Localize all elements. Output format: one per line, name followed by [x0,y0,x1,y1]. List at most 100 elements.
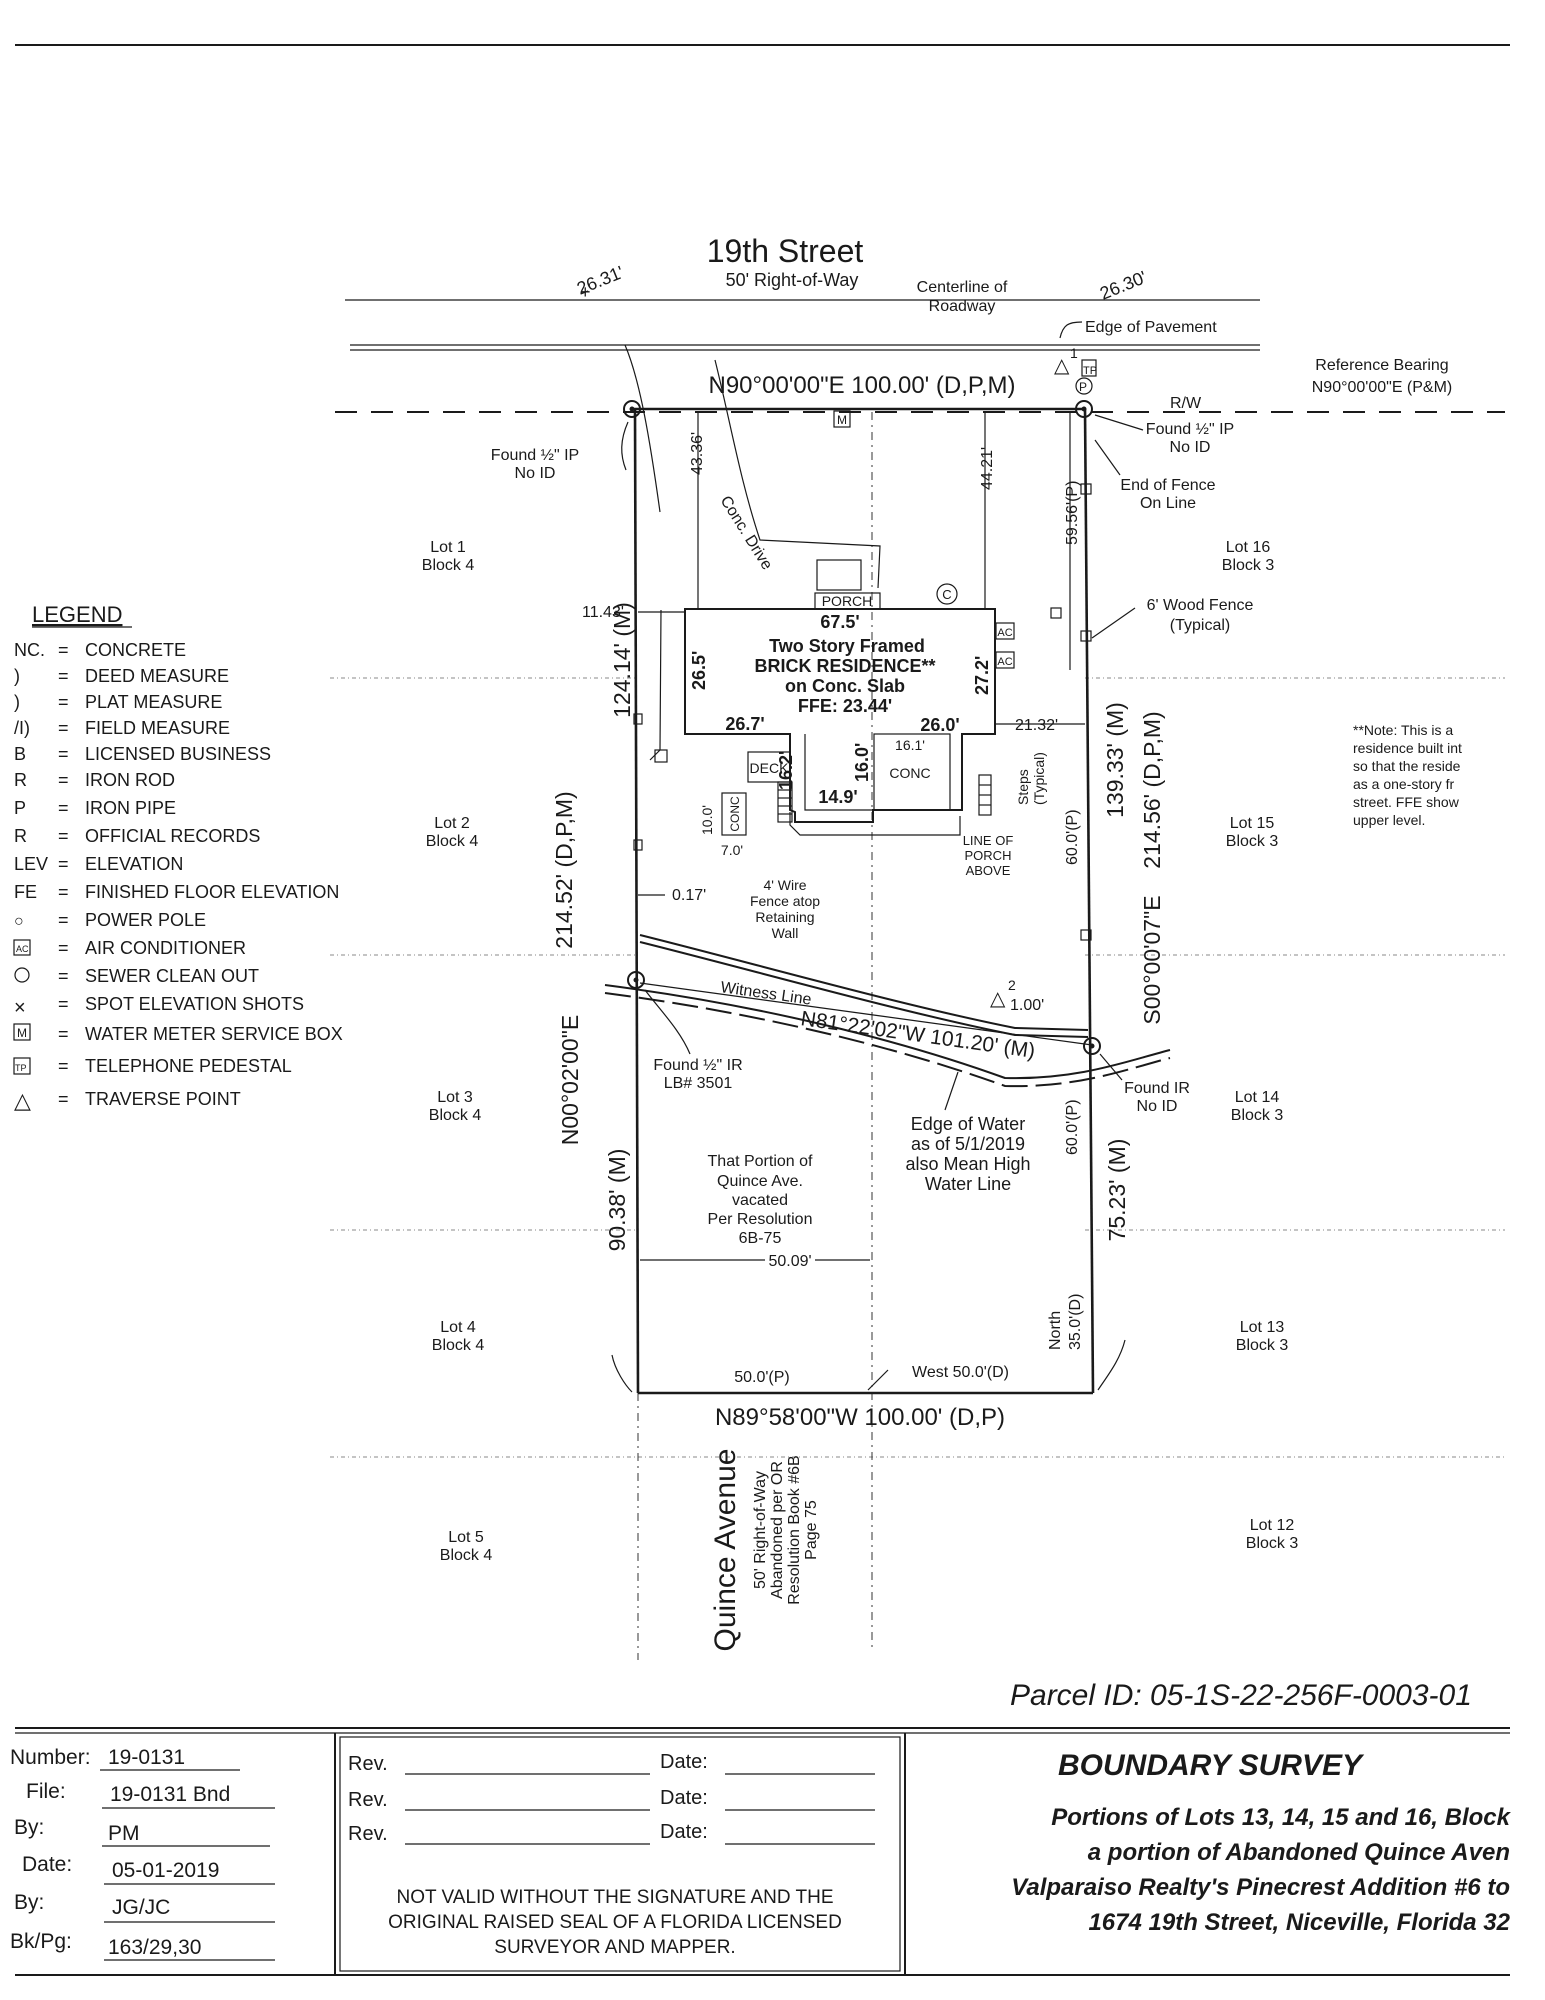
svg-text:Valparaiso Realty's Pinecrest: Valparaiso Realty's Pinecrest Addition #… [1011,1874,1510,1901]
svg-text:P: P [1079,380,1087,394]
svg-text:TRAVERSE POINT: TRAVERSE POINT [85,1089,241,1109]
residence-line-4: FFE: 23.44' [798,696,892,716]
ac-unit-1-icon [995,622,1015,640]
vacated-5: 6B-75 [739,1230,782,1247]
deck-label: DECK [750,760,790,776]
svg-text:=: = [58,692,69,712]
svg-text:35.0'(D): 35.0'(D) [1067,1294,1084,1350]
west-total-dim: 214.52' (D,P,M) [551,791,577,948]
svg-text:=: = [58,1056,69,1076]
vacated-2: Quince Ave. [717,1173,803,1190]
svg-text:SPOT ELEVATION SHOTS: SPOT ELEVATION SHOTS [85,994,304,1014]
svg-text:Portions of Lots 13, 14, 15 an: Portions of Lots 13, 14, 15 and 16, Bloc… [1051,1804,1511,1831]
water-line-2: as of 5/1/2019 [911,1134,1025,1154]
svg-text:Block 4: Block 4 [426,833,479,850]
title-block: Number: 19-0131 File: 19-0131 Bnd By: PM… [10,1727,1512,1975]
svg-text:R: R [14,770,27,790]
monument-nw-2: No ID [515,465,556,482]
svg-text:Number:: Number: [10,1746,91,1769]
svg-text:as a one-story fr: as a one-story fr [1353,776,1454,792]
svg-text:Date:: Date: [660,1821,708,1843]
monument-ne-1: Found ½" IP [1146,421,1234,438]
street-name: 19th Street [707,233,864,269]
svg-text:=: = [58,1089,69,1109]
porch-label: PORCH [822,593,873,609]
dimensions: 43.36' 44.21' 59.56'(P) 11.43' 67.5' 26.… [582,412,1126,1393]
svg-text:26.5': 26.5' [689,651,709,690]
svg-text:CONCRETE: CONCRETE [85,640,186,660]
porch-above-2: PORCH [965,848,1012,863]
svg-text:=: = [58,666,69,686]
svg-text:50.09': 50.09' [768,1253,811,1270]
spot-icon: × [14,997,26,1019]
svg-text:14.9': 14.9' [818,787,857,807]
wire-fence-4: Wall [772,925,799,941]
svg-text:so that the reside: so that the reside [1353,758,1461,774]
svg-text:Lot 3: Lot 3 [437,1089,473,1106]
svg-text:FIELD MEASURE: FIELD MEASURE [85,718,230,738]
telephone-icon [13,1057,31,1075]
svg-text:TP: TP [15,1063,27,1073]
monument-sw-1: Found ½" IR [653,1057,742,1074]
svg-text:Date:: Date: [660,1787,708,1809]
svg-text:=: = [58,640,69,660]
conc-drive-edge-right [714,359,881,589]
svg-text:File:: File: [26,1780,66,1803]
wood-fence-1: 6' Wood Fence [1147,597,1254,614]
residence-line-1: Two Story Framed [769,636,925,656]
svg-text:163/29,30: 163/29,30 [108,1936,201,1959]
quince-row-3: Resolution Book #6B [786,1455,803,1604]
water-meter-icon [13,1023,31,1041]
svg-text:PM: PM [108,1822,140,1845]
vacated-3: vacated [732,1192,788,1209]
street-row: 50' Right-of-Way [726,270,859,290]
svg-text:43.36': 43.36' [689,432,706,475]
svg-text:1.00': 1.00' [1010,997,1044,1014]
monument-ne-2: No ID [1170,439,1211,456]
svg-text:): ) [14,666,20,686]
svg-text:=: = [58,910,69,930]
witness-line [639,982,1093,1046]
svg-text:LICENSED BUSINESS: LICENSED BUSINESS [85,744,271,764]
svg-text:Lot 15: Lot 15 [1230,815,1275,832]
svg-text:11.43': 11.43' [582,604,624,621]
property-boundary [632,407,1095,1395]
svg-text:AIR CONDITIONER: AIR CONDITIONER [85,938,246,958]
svg-text:59.56'(P): 59.56'(P) [1064,481,1081,545]
west-upper-dim: 124.14' (M) [609,602,635,718]
ac-unit-2-icon [995,651,1015,669]
svg-text:16.1': 16.1' [895,737,925,753]
svg-text:Block 3: Block 3 [1226,833,1279,850]
svg-text:OFFICIAL RECORDS: OFFICIAL RECORDS [85,826,260,846]
residence-line-3: on Conc. Slab [785,676,905,696]
svg-text:R: R [14,826,27,846]
svg-text:JG/JC: JG/JC [112,1896,170,1919]
lot-lines [330,677,1505,1458]
east-upper-dim: 139.33' (M) [1102,702,1128,818]
legend: LEGEND NC.=CONCRETE )=DEED MEASURE )=PLA… [13,602,343,1113]
ac-icon [13,939,31,956]
svg-text:ELEVATION: ELEVATION [85,854,183,874]
svg-text:26.0': 26.0' [920,715,959,735]
survey-title: BOUNDARY SURVEY [1058,1749,1365,1782]
svg-text:Lot 2: Lot 2 [434,815,470,832]
wire-fence-2: Fence atop [750,893,820,909]
monument-circles [623,400,1101,1055]
svg-text:B: B [14,744,26,764]
svg-text:=: = [58,966,69,986]
svg-text:TP: TP [1083,365,1097,377]
quince-row-2: Abandoned per OR [769,1461,786,1599]
svg-text:60.0'(P): 60.0'(P) [1064,809,1081,865]
traverse-icon: △ [14,1088,31,1113]
svg-text:West 50.0'(D): West 50.0'(D) [912,1364,1009,1381]
svg-text:residence built int: residence built int [1353,740,1462,756]
vacated-4: Per Resolution [708,1211,813,1228]
legend-title: LEGEND [32,602,122,627]
monument-sw-2: LB# 3501 [664,1075,733,1092]
wood-fence-2: (Typical) [1170,617,1230,634]
svg-text:IRON ROD: IRON ROD [85,770,175,790]
monument-nw-1: Found ½" IP [491,447,579,464]
witness-bearing: N81°22'02"W 101.20' (M) [799,1007,1036,1063]
svg-text:AC: AC [16,944,29,954]
telephone-pedestal-icon [1081,359,1097,377]
